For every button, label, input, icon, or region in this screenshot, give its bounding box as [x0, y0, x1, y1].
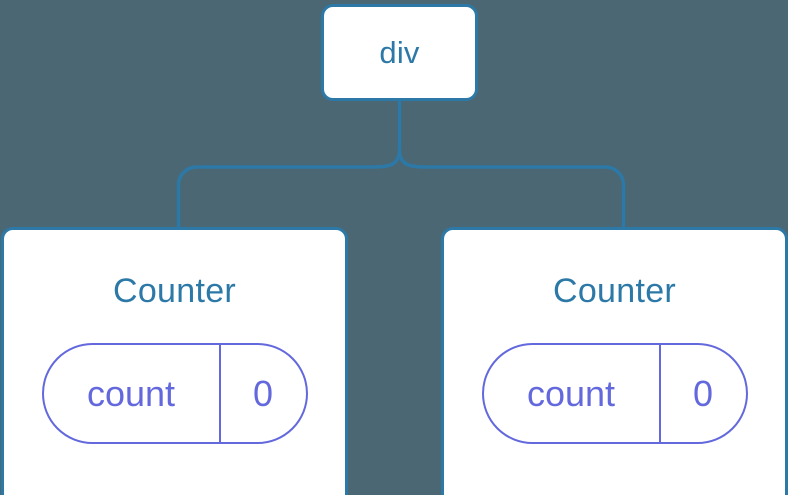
node-div[interactable]: div	[321, 4, 478, 101]
node-div-label: div	[379, 35, 420, 70]
state-key-count-1: count	[44, 345, 221, 442]
connector-elbow-left	[176, 165, 200, 230]
state-value-count-2: 0	[692, 372, 714, 414]
connector-split-left	[200, 149, 402, 169]
state-pill-counter-2[interactable]: count 0	[481, 343, 748, 444]
state-key-count-2: count	[484, 345, 661, 442]
node-counter-1[interactable]: Counter count 0	[1, 227, 348, 495]
state-value-count-1: 0	[252, 372, 274, 414]
node-counter-2-label: Counter	[552, 272, 677, 310]
node-counter-1-label: Counter	[112, 272, 237, 310]
connector-elbow-right	[602, 165, 626, 230]
node-counter-2[interactable]: Counter count 0	[441, 227, 788, 495]
state-pill-counter-1[interactable]: count 0	[41, 343, 308, 444]
connector-split-right	[397, 149, 602, 169]
